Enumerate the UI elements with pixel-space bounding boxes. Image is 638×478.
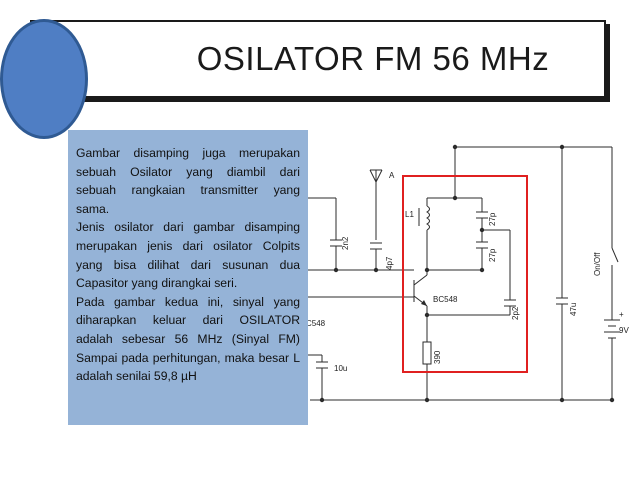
paragraph-3: Pada gambar kedua ini, sinyal yang dihar… [76, 294, 300, 384]
cap-47u-label: 47u [569, 303, 578, 316]
title-decoration-circle [0, 19, 88, 139]
description-box: Gambar disamping juga merupakan sebuah O… [68, 130, 308, 425]
circuit-diagram: A 2n2 4p7 L1 27p 27p BC548 2p2 390 47u O… [306, 144, 629, 403]
cap-4p7-label: 4p7 [385, 256, 394, 270]
battery-label: 9V [619, 326, 629, 335]
cap-27p-bottom-label: 27p [488, 248, 497, 262]
cap-2p2-label: 2p2 [511, 306, 520, 320]
antenna-label: A [389, 171, 395, 180]
cap-2n2-label: 2n2 [341, 236, 350, 250]
slide-title: OSILATOR FM 56 MHz [196, 40, 550, 77]
title-bar: OSILATOR FM 56 MHz [0, 19, 606, 139]
transistor-label: BC548 [433, 295, 458, 304]
tank-highlight-box [402, 175, 528, 373]
inductor-label: L1 [405, 210, 414, 219]
cap-10u-label: 10u [334, 364, 347, 373]
battery-plus-label: + [619, 310, 624, 319]
switch-label: On/Off [593, 252, 602, 276]
paragraph-1: Gambar disamping juga merupakan sebuah O… [76, 146, 300, 216]
partial-transistor-label: C548 [306, 319, 326, 328]
cap-27p-top-label: 27p [488, 212, 497, 226]
resistor-label: 390 [433, 350, 442, 364]
paragraph-2: Jenis osilator dari gambar disamping mer… [76, 220, 300, 291]
